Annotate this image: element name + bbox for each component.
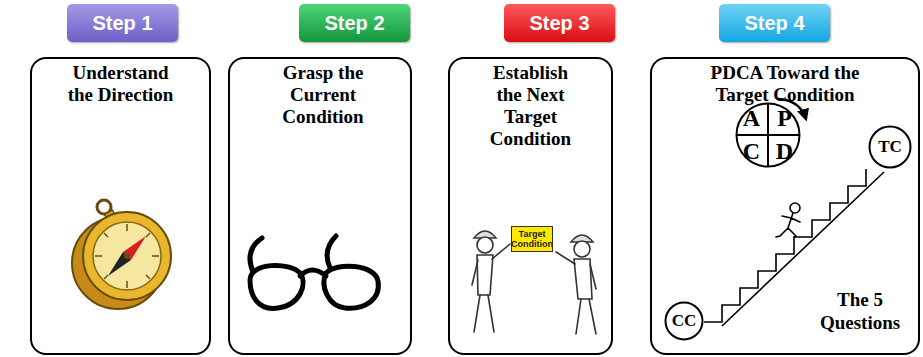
worker-arm xyxy=(492,244,510,259)
pdca-letter: A xyxy=(735,102,768,135)
compass-face xyxy=(93,222,161,290)
worker-legs xyxy=(474,295,494,332)
worker-legs xyxy=(576,299,596,334)
questions-label: The 5 Questions xyxy=(800,288,920,334)
step-title: Grasp the Current Condition xyxy=(270,62,376,128)
step-number: Step 4 xyxy=(744,12,804,35)
compass-pivot xyxy=(124,253,130,259)
pdca-letter: C xyxy=(735,135,768,168)
worker-arm xyxy=(472,260,478,285)
glasses-illustration xyxy=(250,236,378,308)
target-sign: Target Condition xyxy=(511,226,553,252)
glasses-temple xyxy=(250,238,262,272)
glasses-bridge xyxy=(300,270,326,276)
step-number: Step 1 xyxy=(92,12,152,35)
condition-code: TC xyxy=(878,137,902,157)
worker-head xyxy=(477,237,493,253)
pdca-letter: P xyxy=(768,102,801,135)
worker-body xyxy=(574,259,592,299)
step-number: Step 3 xyxy=(529,12,589,35)
compass-case xyxy=(83,212,171,300)
step-box: PDCA Toward the Target ConditionAPCD TC CC xyxy=(650,57,920,355)
worker-arm xyxy=(590,264,596,289)
wheel-divider xyxy=(737,134,800,136)
circle-outline xyxy=(666,303,703,340)
worker-head xyxy=(574,241,590,257)
step-box: Understand the Direction xyxy=(30,57,211,355)
step-tab: Step 1 xyxy=(67,4,178,42)
condition-circle: CC xyxy=(664,301,704,341)
glasses-lens xyxy=(250,265,303,308)
glasses-temple xyxy=(327,236,336,268)
step-title: Understand the Direction xyxy=(62,62,179,106)
pdca-letter: D xyxy=(768,135,801,168)
compass-illustration xyxy=(72,200,171,309)
step-title: PDCA Toward the Target Condition xyxy=(682,62,888,106)
condition-code: CC xyxy=(672,311,697,331)
climber-head xyxy=(790,203,800,213)
compass-ticks xyxy=(95,224,159,288)
step-tab: Step 3 xyxy=(504,4,615,42)
step-tab: Step 2 xyxy=(299,4,410,42)
climber-figure xyxy=(776,203,800,237)
pdca-wheel: APCD xyxy=(735,102,801,168)
sign-text: Target Condition xyxy=(511,229,553,249)
step-tab: Step 4 xyxy=(719,4,830,42)
glasses-lens xyxy=(324,266,378,308)
step-number: Step 2 xyxy=(324,12,384,35)
condition-circle: TC xyxy=(868,125,912,169)
step-box: Establish the Next Target ConditionTarge… xyxy=(448,57,613,355)
worker-arm xyxy=(556,252,575,264)
step-title: Establish the Next Target Condition xyxy=(485,62,576,150)
climber-body xyxy=(776,213,800,237)
circle-outline xyxy=(870,127,911,168)
compass-needle-south xyxy=(108,252,131,276)
step-box: Grasp the Current Condition xyxy=(228,57,412,355)
worker-body xyxy=(477,255,493,295)
compass-needle-north xyxy=(123,236,146,260)
